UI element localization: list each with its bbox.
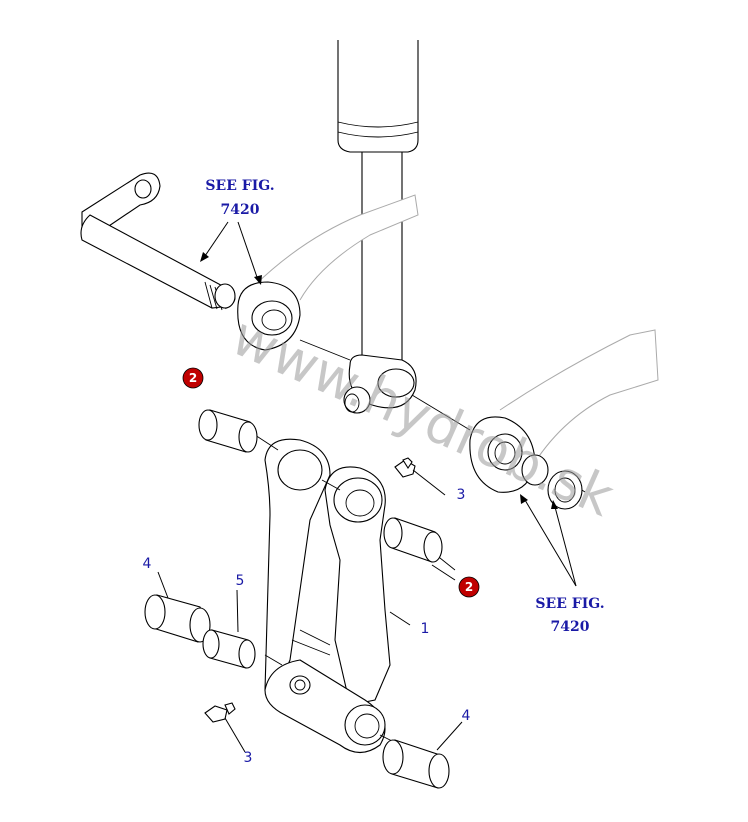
grease-fitting-upper	[394, 457, 416, 478]
see-fig-top-line2[interactable]: 7420	[221, 202, 260, 218]
callout-2-top[interactable]: 2	[182, 367, 204, 389]
callout-2-right-label: 2	[465, 580, 473, 594]
bushing-4-bottom	[382, 739, 450, 789]
bushing-4-left	[144, 594, 211, 643]
bushing-5	[202, 629, 256, 669]
see-fig-top-line1[interactable]: SEE FIG.	[205, 178, 274, 194]
leader-lines	[157, 221, 577, 753]
hydraulic-cylinder	[337, 40, 419, 414]
callout-3-lower[interactable]: 3	[244, 750, 253, 766]
pin-with-plate	[80, 172, 236, 311]
callout-3-upper[interactable]: 3	[457, 487, 466, 503]
see-fig-right-line1[interactable]: SEE FIG.	[535, 596, 604, 612]
boom-arm-right	[469, 329, 659, 510]
callout-1[interactable]: 1	[421, 621, 430, 637]
arrowheads	[200, 252, 558, 509]
boom-arm-left	[237, 194, 419, 351]
callout-4-bottom[interactable]: 4	[462, 708, 471, 724]
callout-4-left[interactable]: 4	[143, 556, 152, 572]
callout-2-right[interactable]: 2	[458, 576, 480, 598]
bushing-2-right	[383, 517, 443, 563]
grease-fitting-lower	[204, 702, 236, 723]
bushing-2-upper-left	[198, 409, 258, 453]
callout-2-top-label: 2	[189, 371, 197, 385]
see-fig-right-line2[interactable]: 7420	[551, 619, 590, 635]
link-assembly	[264, 438, 391, 754]
callout-5[interactable]: 5	[236, 573, 245, 589]
